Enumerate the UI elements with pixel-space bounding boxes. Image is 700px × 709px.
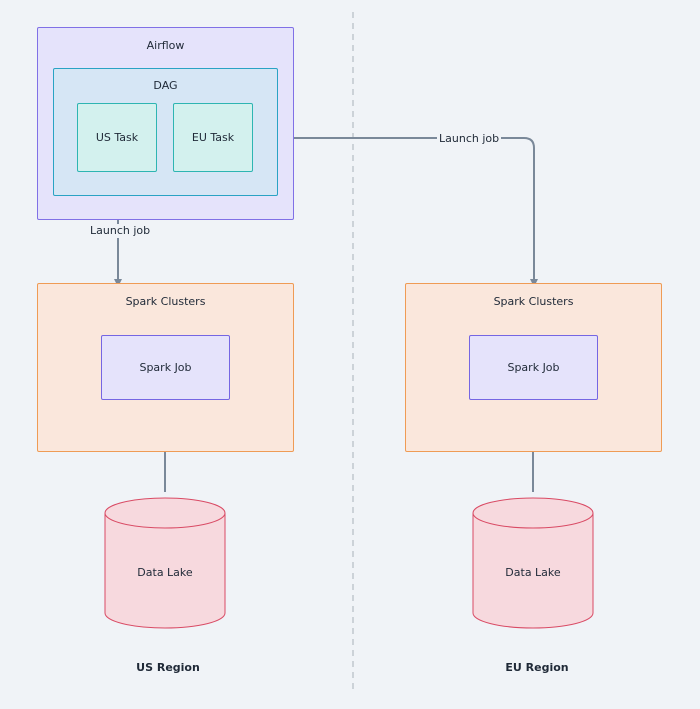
- us-region-label: US Region: [136, 661, 200, 674]
- eu-spark-clusters-title: Spark Clusters: [493, 295, 574, 308]
- eu-task-node[interactable]: EU Task: [173, 103, 253, 172]
- us-data-lake-node[interactable]: Data Lake: [104, 497, 226, 629]
- us-data-lake-cylinder-icon: [104, 497, 226, 629]
- eu-spark-job-label: Spark Job: [507, 361, 560, 374]
- eu-data-lake-cylinder-icon: [472, 497, 594, 629]
- eu-data-lake-label: Data Lake: [505, 565, 561, 579]
- us-spark-job-node[interactable]: Spark Job: [101, 335, 230, 400]
- dag-title: DAG: [153, 79, 178, 92]
- us-task-node[interactable]: US Task: [77, 103, 157, 172]
- eu-task-label: EU Task: [191, 131, 235, 144]
- eu-region-label: EU Region: [505, 661, 569, 674]
- eu-launch-job-label: Launch job: [437, 132, 502, 146]
- us-task-label: US Task: [95, 131, 139, 144]
- us-data-lake-label: Data Lake: [137, 565, 193, 579]
- eu-task-to-eu-cluster-edge: [258, 137, 538, 287]
- us-launch-job-label: Launch job: [88, 224, 153, 238]
- us-spark-clusters-title: Spark Clusters: [125, 295, 206, 308]
- eu-data-lake-node[interactable]: Data Lake: [472, 497, 594, 629]
- us-spark-job-label: Spark Job: [139, 361, 192, 374]
- airflow-title: Airflow: [146, 39, 185, 52]
- eu-spark-job-node[interactable]: Spark Job: [469, 335, 598, 400]
